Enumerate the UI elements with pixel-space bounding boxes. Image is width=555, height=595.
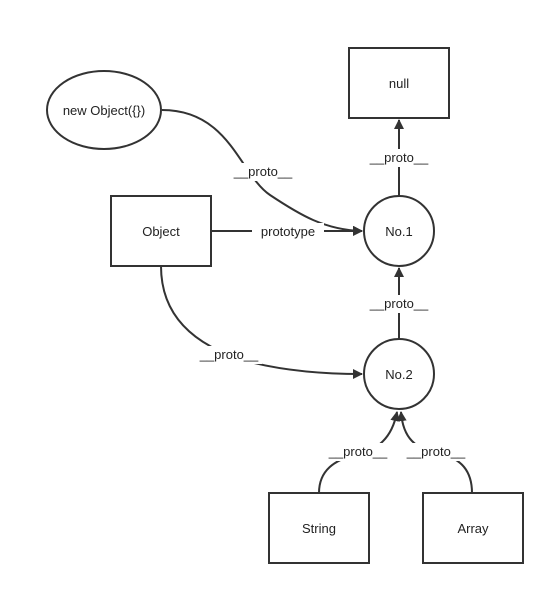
nodes: new Object({}) null Object No.1 No.2 [46, 47, 524, 564]
node-null-label: null [389, 76, 409, 91]
node-no1: No.1 [363, 195, 435, 267]
edge-label-object-proto: __proto__ [199, 347, 259, 362]
edge-label-object-prototype: prototype [261, 224, 315, 239]
edge-label-string-proto: __proto__ [328, 444, 388, 459]
edge-new-object-to-no1 [161, 109, 363, 236]
node-null: null [348, 47, 450, 119]
edge-label-no1-proto: __proto__ [369, 150, 429, 165]
node-object: Object [110, 195, 212, 267]
node-no2-label: No.2 [385, 367, 412, 382]
node-no2: No.2 [363, 338, 435, 410]
node-object-label: Object [142, 224, 180, 239]
node-string-label: String [302, 521, 336, 536]
node-array: Array [422, 492, 524, 564]
node-new-object-label: new Object({}) [63, 103, 145, 118]
edge-label-array-proto: __proto__ [406, 444, 466, 459]
edge-label-new-object-proto: __proto__ [233, 164, 293, 179]
node-new-object: new Object({}) [46, 70, 162, 150]
node-string: String [268, 492, 370, 564]
edge-label-no2-proto: __proto__ [369, 296, 429, 311]
node-array-label: Array [457, 521, 489, 536]
node-no1-label: No.1 [385, 224, 412, 239]
edge-labels: __proto__ prototype __proto__ __proto__ … [196, 149, 469, 461]
